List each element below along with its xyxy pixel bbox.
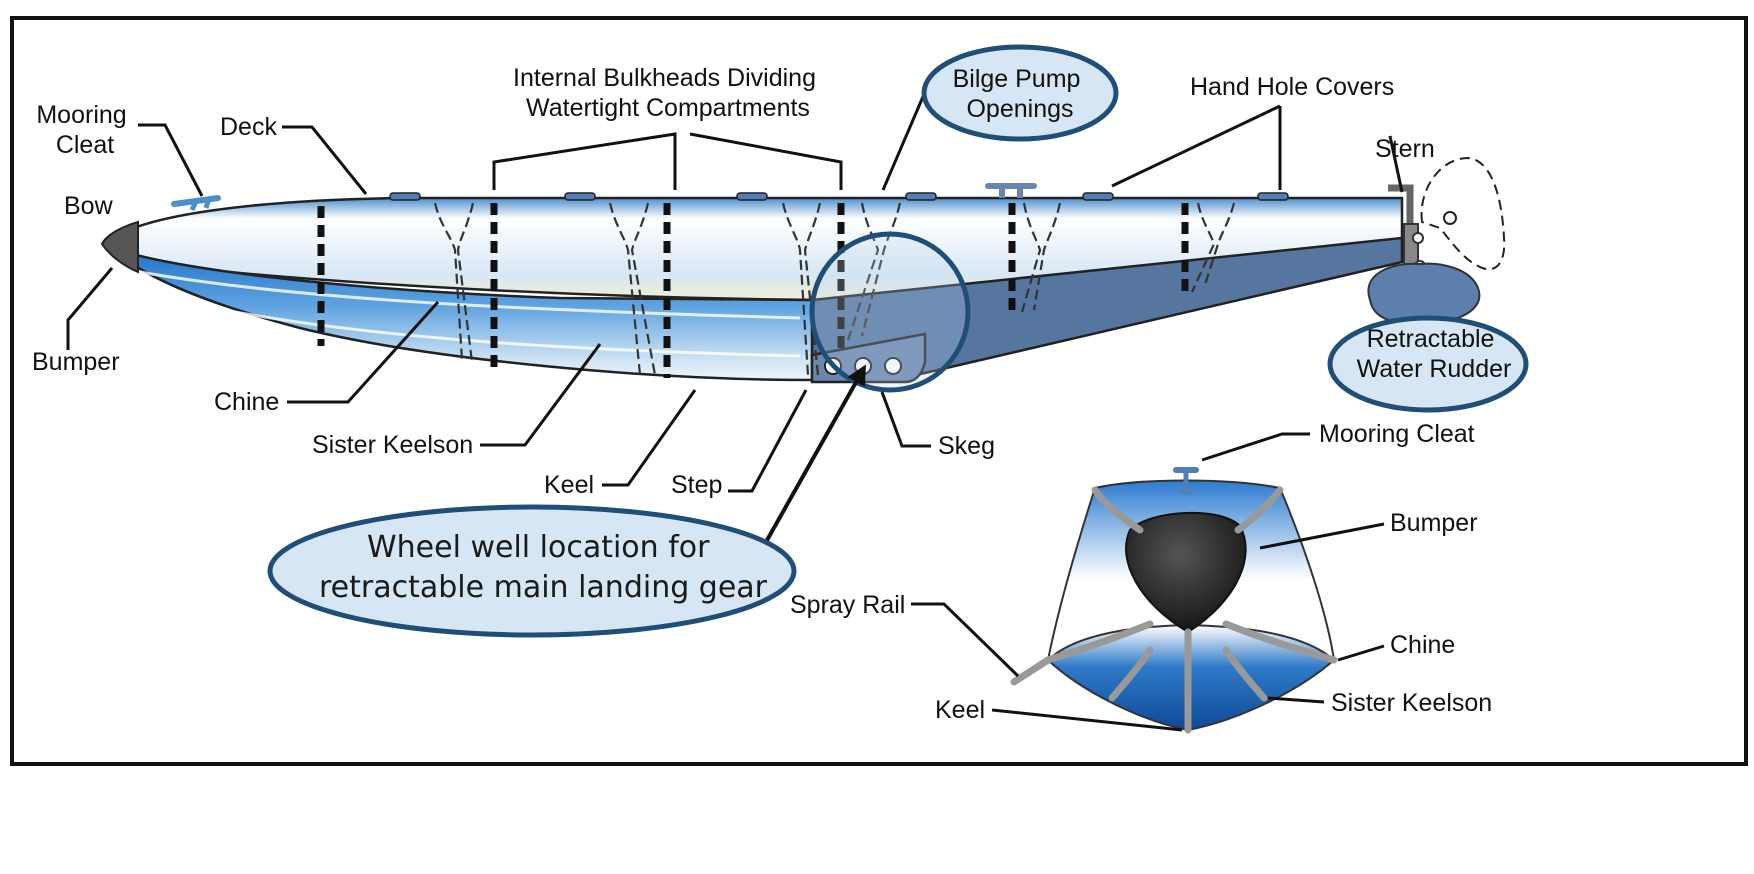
cs-label-keel: Keel [935,696,985,724]
wheel-well-highlight-circle [809,231,971,393]
label-bilge-pump-line1: Bilge Pump [953,65,1081,93]
label-bulkheads-line2: Watertight Compartments [526,94,810,122]
figure-border [10,16,1748,766]
cross-section-ribs [1010,486,1338,734]
label-mooring-cleat-line1: Mooring [36,101,126,129]
label-chine: Chine [214,388,279,416]
label-water-rudder-line1: Retractable [1367,325,1495,353]
label-water-rudder-line2: Water Rudder [1357,355,1512,383]
label-mooring-cleat: Mooring Cleat [36,101,133,159]
label-keel: Keel [544,471,594,499]
mooring-cleat-bow [171,195,221,212]
cs-label-sister-keelson: Sister Keelson [1331,689,1492,717]
water-rudder-retracted-outline [1420,156,1506,271]
internal-frames [433,202,1236,376]
label-stern: Stern [1375,135,1435,163]
mooring-cleat-stern [985,183,1037,198]
water-rudder-highlight-oval [1327,315,1529,413]
bilge-pump-highlight-oval [921,44,1119,142]
hand-hole-covers [389,192,1289,201]
cross-section-leader-lines [911,432,1385,732]
label-wheel-well: Wheel well location for retractable main… [319,530,768,605]
label-bow: Bow [64,192,114,220]
chine-line [139,270,801,320]
cross-section-bumper [1125,511,1247,634]
label-water-rudder: Retractable Water Rudder [1357,325,1512,383]
label-bilge-pump-line2: Openings [966,95,1073,123]
sister-keelson-line [234,310,801,358]
rudder-pivot-icon [1443,211,1457,225]
label-bulkheads-line1: Internal Bulkheads Dividing [513,64,816,92]
label-skeg: Skeg [938,432,995,460]
wheel-well-highlight-oval [267,504,797,638]
label-wheel-well-line1: Wheel well location for [367,530,710,565]
label-bilge-pump: Bilge Pump Openings [953,65,1088,123]
label-wheel-well-line2: retractable main landing gear [319,570,768,605]
cs-label-spray-rail: Spray Rail [790,591,905,619]
cross-section-mooring-cleat [1173,467,1199,495]
water-rudder-blade [1367,262,1481,323]
cs-label-mooring-cleat: Mooring Cleat [1319,420,1475,448]
label-bulkheads: Internal Bulkheads Dividing Watertight C… [513,64,823,122]
leader-lines [66,91,1404,543]
wheel-opening-3 [884,357,902,375]
cs-label-bumper: Bumper [1390,509,1478,537]
wheel-well-arrow [764,364,866,543]
label-mooring-cleat-line2: Cleat [56,131,114,159]
label-step: Step [671,471,722,499]
label-bumper: Bumper [32,348,120,376]
bulkheads [317,203,1189,378]
label-sister-keelson: Sister Keelson [312,431,473,459]
float-side-view [100,156,1506,384]
float-cross-section [1010,467,1338,734]
bow-cap [100,220,139,274]
cross-section-labels: Mooring Cleat Bumper Spray Rail Chine Ke… [790,420,1492,724]
side-view-labels: Mooring Cleat Deck Internal Bulkheads Di… [32,64,1511,605]
cs-label-chine: Chine [1390,631,1455,659]
label-deck: Deck [220,113,277,141]
label-hand-hole-covers: Hand Hole Covers [1190,73,1394,101]
